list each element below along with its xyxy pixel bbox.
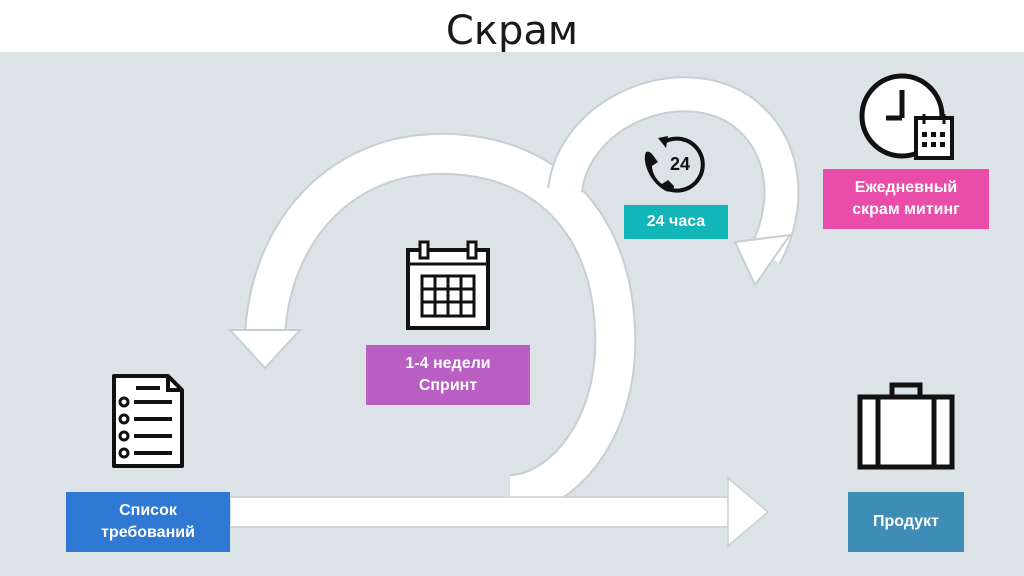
svg-text:24: 24 [670,154,690,174]
clock-calendar-icon [859,73,954,160]
phone-24-icon: 24 [644,136,705,193]
main-arrowhead [727,476,770,548]
product-label: Продукт [848,492,964,552]
daily-meeting-label: Ежедневный скрам митинг [823,169,989,229]
briefcase-icon [857,382,955,470]
sprint-label: 1-4 недели Спринт [366,345,530,405]
sprint-arrowhead [227,329,303,370]
day-label: 24 часа [624,205,728,239]
daily-arrowhead [733,233,793,287]
main-arrow-shaft [229,496,731,528]
checklist-icon [112,374,184,468]
backlog-label: Список требований [66,492,230,552]
calendar-icon [406,240,490,330]
page-title: Скрам [445,8,579,54]
